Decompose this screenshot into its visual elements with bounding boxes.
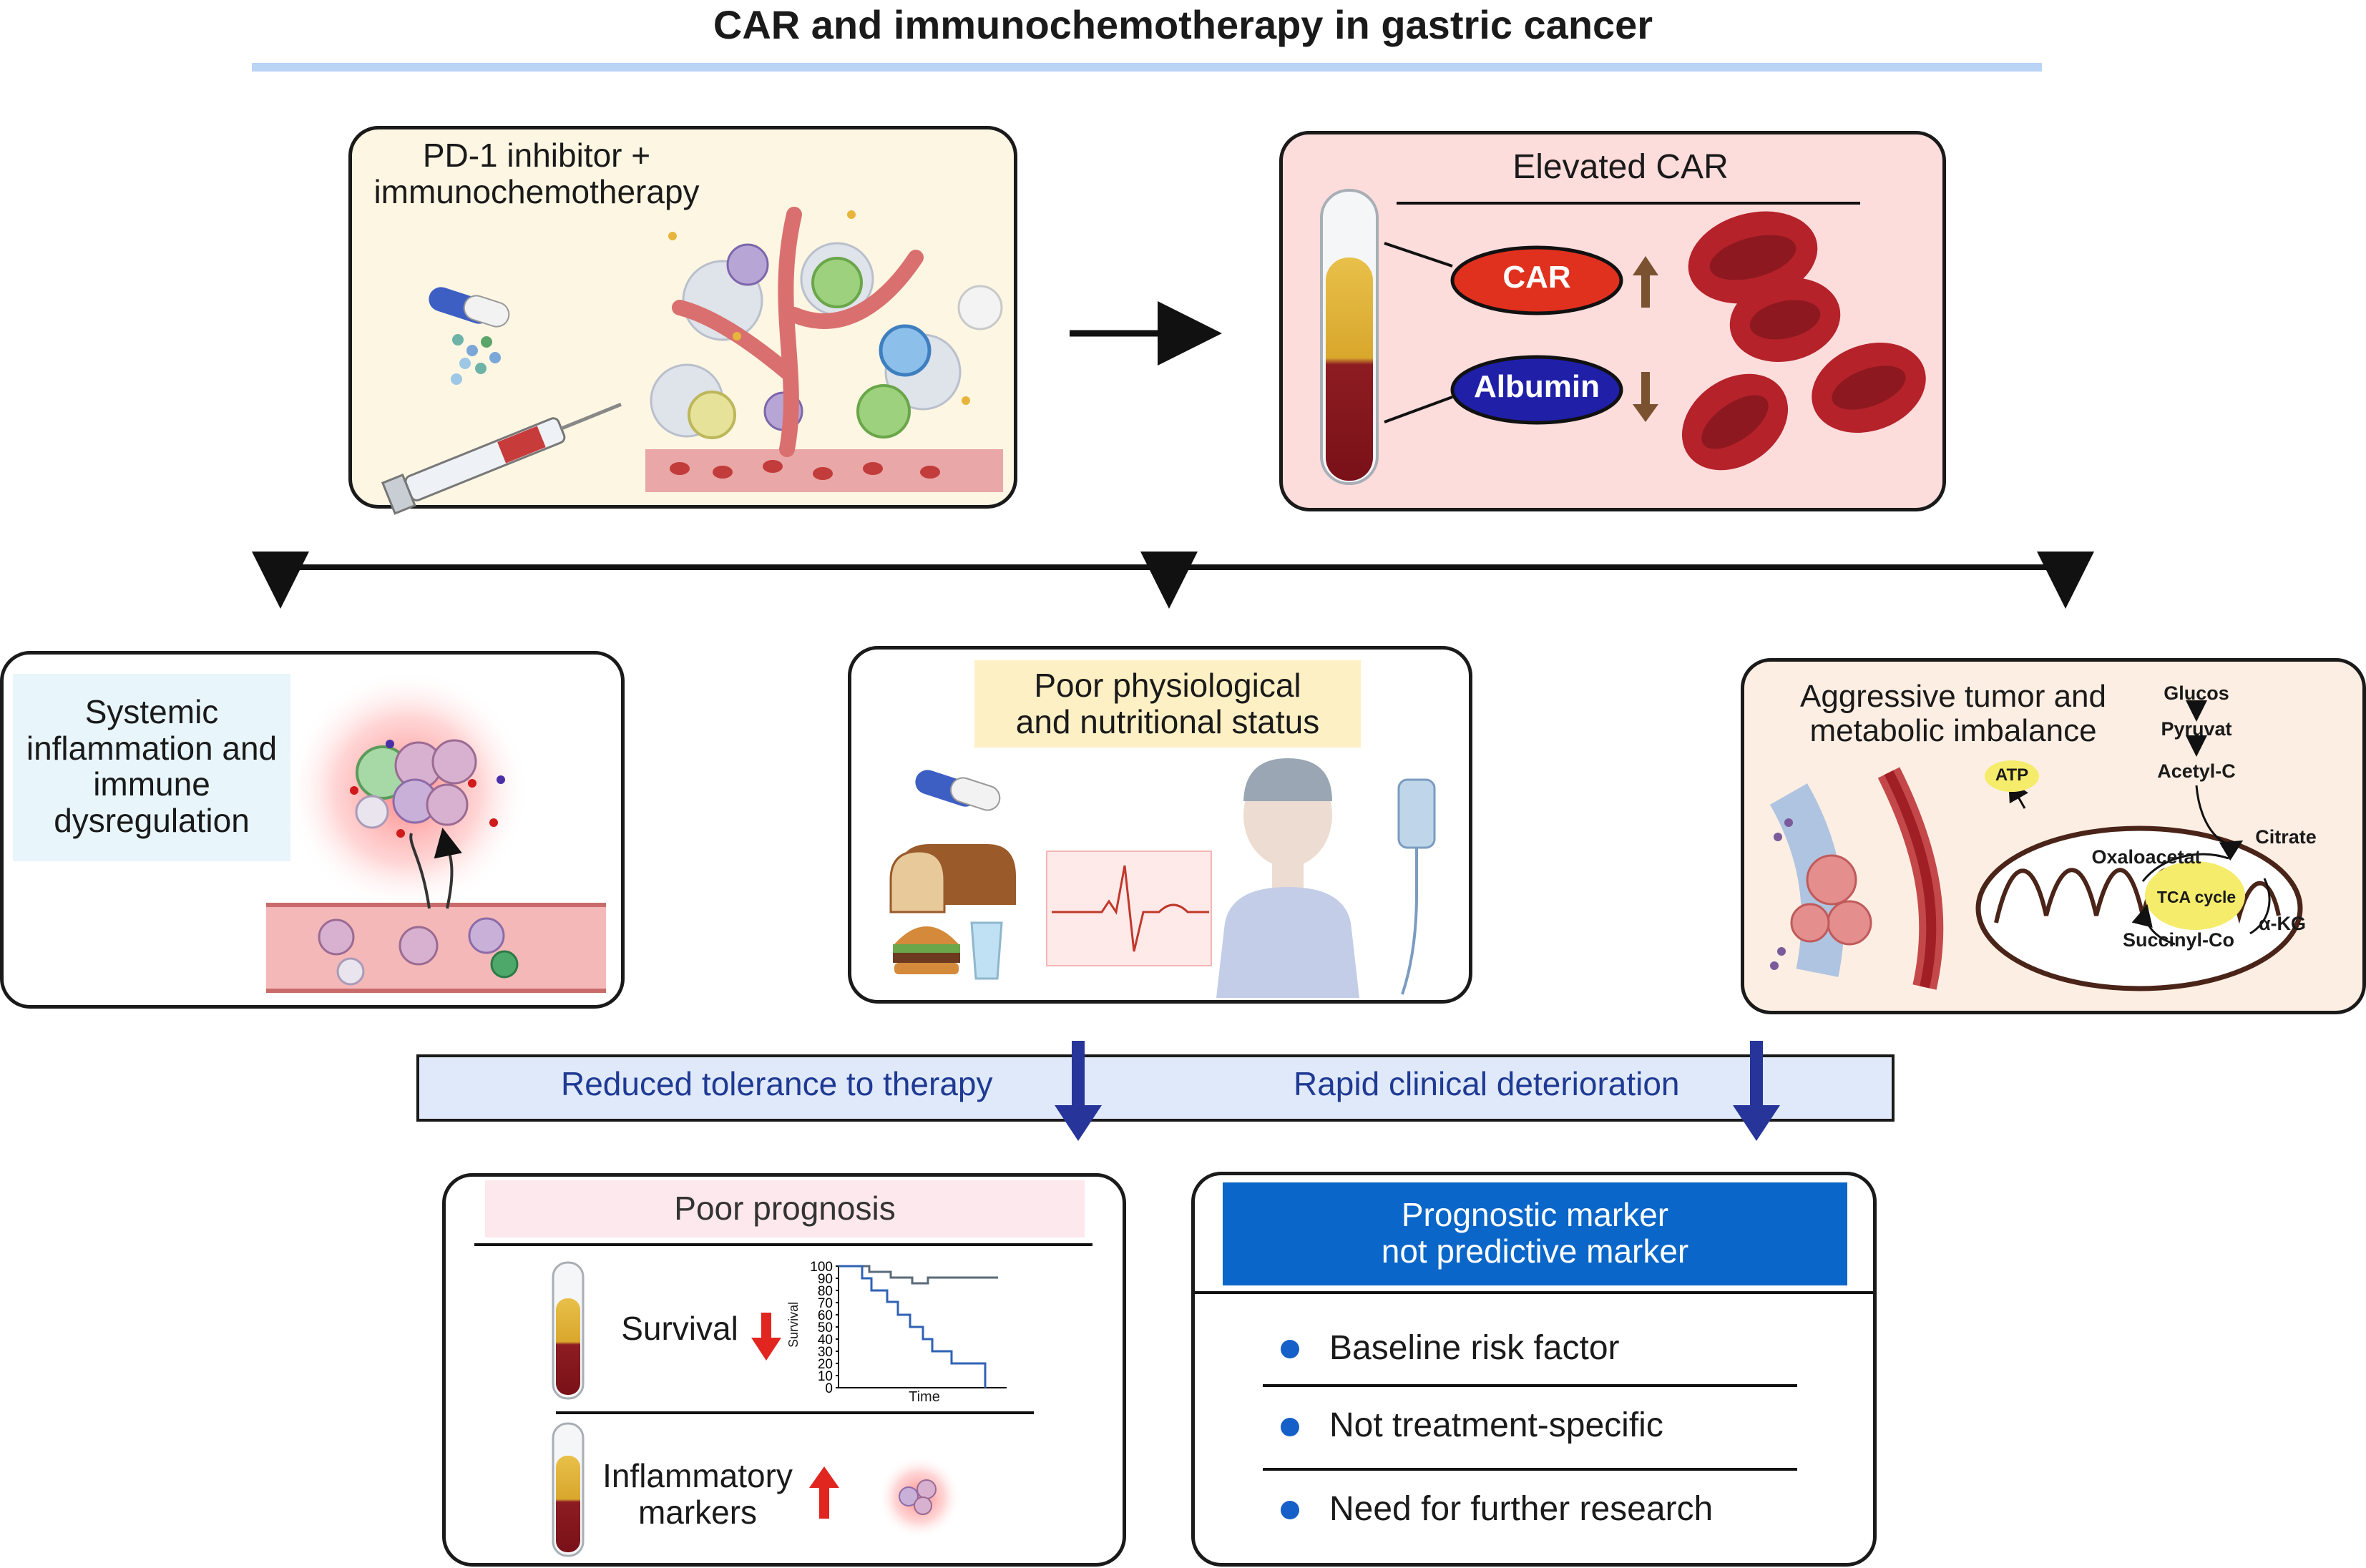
km-ytick-label: 0 [825, 1381, 833, 1396]
survival-down-arrow-icon [751, 1313, 781, 1361]
km-ytick-label: 40 [818, 1333, 833, 1348]
km-ytick-label: 30 [818, 1345, 833, 1360]
iv-bag-icon [1397, 778, 1436, 995]
nutrition-label: Poor physiological and nutritional statu… [1015, 667, 1320, 740]
red-blood-cells-icon [1681, 211, 1926, 471]
blue-down-arrow-right [1733, 1041, 1780, 1141]
reduced-tolerance-label: Reduced tolerance to therapy [561, 1065, 993, 1102]
rapid-deterioration-label: Rapid clinical deterioration [1294, 1065, 1680, 1102]
tumor-microenvironment-illustration [645, 207, 1003, 492]
tumor-vessel-illustration [1769, 767, 1944, 990]
inflammatory-up-arrow-icon [809, 1466, 839, 1519]
inflammation-illustration [266, 669, 606, 993]
inflammatory-markers-label: Inflammatory markers [602, 1457, 793, 1531]
km-lower-curve [839, 1265, 987, 1388]
pathway-pyruvat: Pyruvat [2161, 718, 2232, 740]
km-upper-curve [839, 1265, 998, 1285]
km-ytick-label: 100 [810, 1260, 833, 1275]
inflammation-cells-icon [878, 1456, 961, 1539]
albumin-ellipse [1450, 355, 1623, 425]
km-ytick-label: 60 [818, 1308, 833, 1323]
pathway-succinyl: Succinyl-Co [2122, 929, 2235, 951]
survival-label: Survival [621, 1310, 738, 1347]
bread-icon [889, 844, 1016, 913]
km-xlabel: Time [909, 1389, 940, 1405]
km-ytick-label: 80 [818, 1284, 833, 1299]
pathway-tca-cycle: TCA cycle [2156, 888, 2237, 906]
blood-tube-icon [1320, 189, 1379, 485]
list-item: Baseline risk factor [1329, 1329, 1620, 1367]
burger-icon [893, 926, 960, 974]
pathway-akg: α-KG [2258, 913, 2307, 934]
km-ytick-label: 50 [818, 1320, 833, 1336]
inflammation-label-bg [13, 674, 290, 861]
mitochondrion-icon [1975, 700, 2303, 991]
capsule-icon [429, 287, 510, 328]
small-blood-tube-icon-1 [552, 1261, 585, 1400]
pills-icon [451, 334, 501, 385]
bullet-icon [1281, 1501, 1299, 1519]
prognostic-marker-header: Prognostic marker not predictive marker [1381, 1196, 1689, 1270]
list-item: Not treatment-specific [1329, 1406, 1663, 1444]
immunochemotherapy-label: PD-1 inhibitor + immunochemotherapy [373, 137, 700, 210]
pathway-glucos: Glucos [2164, 682, 2229, 704]
pathway-citrate: Citrate [2255, 826, 2317, 848]
ecg-icon [1046, 851, 1212, 966]
poor-prognosis-label: Poor prognosis [674, 1190, 896, 1227]
km-ytick-label: 20 [818, 1357, 833, 1372]
pathway-acetyl: Acetyl-C [2157, 760, 2236, 782]
tumor-metabolic-label: Aggressive tumor and metabolic imbalance [1800, 679, 2106, 749]
patient-icon [1216, 758, 1359, 998]
atp-badge [1985, 760, 2039, 792]
small-blood-tube-icon-2 [552, 1422, 585, 1557]
km-ytick-label: 10 [818, 1369, 833, 1384]
bullet-icon [1281, 1418, 1299, 1436]
car-ellipse [1450, 245, 1623, 315]
albumin-down-arrow-icon [1633, 372, 1658, 422]
list-item: Need for further research [1329, 1490, 1714, 1528]
pathway-oxaloacetat: Oxaloacetat [2091, 846, 2201, 868]
consequence-bar [416, 1054, 1895, 1122]
km-ylabel: Survival [786, 1301, 801, 1348]
capsule-icon-2 [915, 770, 1001, 811]
prognostic-header-bg [1223, 1182, 1847, 1285]
syringe-icon [381, 403, 622, 515]
nutrition-label-bg [974, 660, 1361, 748]
pathway-atp: ATP [1995, 765, 2029, 785]
km-ytick-label: 70 [818, 1296, 833, 1311]
bullet-icon [1281, 1340, 1299, 1358]
poor-prognosis-label-bg [485, 1180, 1085, 1238]
water-glass-icon [970, 921, 1003, 980]
nutrition-illustration [889, 758, 1436, 998]
title-underline [252, 63, 2042, 72]
km-ytick-label: 90 [818, 1272, 833, 1287]
figure-title: CAR and immunochemotherapy in gastric ca… [713, 2, 1653, 47]
elevated-car-label: Elevated CAR [1512, 148, 1729, 186]
car-label: CAR [1502, 260, 1571, 295]
albumin-label: Albumin [1474, 369, 1600, 404]
car-up-arrow-icon [1633, 256, 1658, 308]
blue-down-arrow-left [1055, 1041, 1102, 1141]
inflammation-label: Systemic inflammation and immune dysregu… [26, 693, 278, 839]
